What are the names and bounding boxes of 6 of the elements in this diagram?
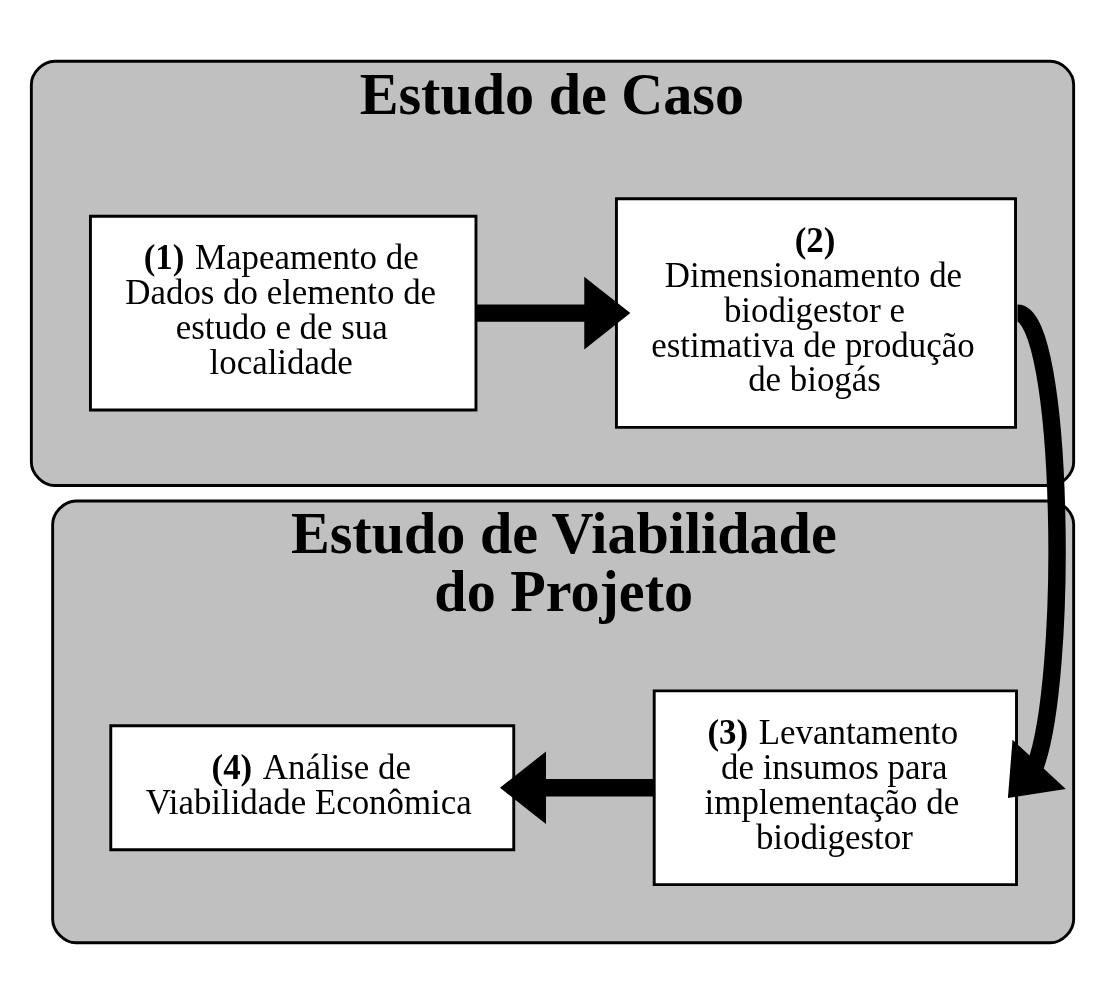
arrow bbox=[476, 276, 631, 349]
arrow bbox=[499, 751, 654, 824]
node-box: (4) Análise de Viabilidade Econômica bbox=[109, 723, 516, 851]
node-box: (3) Levantamento de insumos para implementação de biodigestor bbox=[652, 688, 1018, 886]
node-box: (1) Mapeamento de Dados do elemento de estudo e de sua localidade bbox=[89, 214, 478, 411]
node-box: (2) Dimensionamento de biodigestor e estimativa de produção de biogás bbox=[614, 196, 1017, 429]
